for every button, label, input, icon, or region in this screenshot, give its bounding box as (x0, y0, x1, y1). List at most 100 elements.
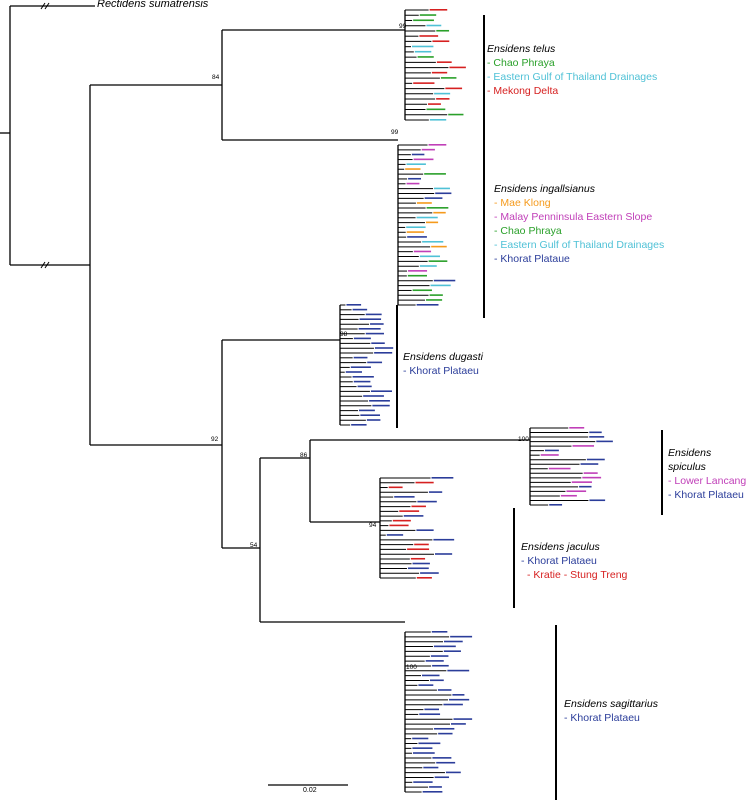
region-entry: - Khorat Plataue (494, 253, 570, 265)
tip-label (596, 440, 613, 443)
tip-label (351, 424, 367, 426)
tip-label (443, 703, 463, 706)
tip-label (424, 708, 439, 711)
tip-label (353, 337, 371, 340)
region-entry: - Eastern Gulf of Thailand Drainages (487, 71, 658, 83)
jaculus-tips (380, 477, 455, 579)
tip-label (449, 698, 470, 701)
tip-label (419, 265, 437, 267)
tip-label (589, 431, 602, 434)
tip-label (416, 216, 438, 219)
tip-label (412, 562, 430, 565)
clade-dugasti: Ensidens dugasti - Khorat Plataeu (403, 350, 483, 378)
support-value: 100 (406, 664, 417, 671)
tip-label (582, 476, 602, 479)
support-value: 86 (300, 452, 308, 459)
tip-label (413, 158, 434, 161)
clade-name: Ensidens telus (487, 43, 556, 55)
support-value: 100 (518, 436, 529, 443)
tip-label (415, 481, 434, 484)
tip-label (435, 553, 453, 555)
tip-label (406, 163, 426, 165)
clade-name: Ensidens jaculus (521, 541, 600, 553)
tip-label (453, 718, 473, 720)
region-entry: - Khorat Plataeu (668, 489, 744, 501)
tip-label (422, 240, 444, 243)
tip-label (374, 352, 393, 354)
tip-label (419, 35, 439, 37)
tip-label (434, 187, 450, 190)
clade-spiculus: Ensidens spiculus - Lower Lancang - Khor… (668, 446, 750, 502)
tip-label (408, 177, 421, 180)
tip-label (412, 737, 429, 740)
tip-label (433, 645, 456, 648)
tip-label (589, 499, 606, 502)
tip-label (549, 504, 563, 506)
scale-bar-label: 0.02 (303, 787, 317, 794)
tip-label (580, 463, 599, 465)
tip-label (433, 538, 455, 541)
tip-label (358, 328, 381, 330)
tip-label (417, 56, 434, 58)
tip-label (394, 496, 415, 498)
tip-label (572, 445, 595, 447)
tip-label (416, 577, 432, 579)
tip-label (413, 250, 432, 253)
tip-label (418, 684, 434, 686)
tip-label (571, 481, 592, 483)
tip-label (374, 347, 394, 349)
tip-label (436, 98, 450, 100)
tip-label (428, 103, 441, 105)
clade-name: Ensidens ingallsianus (494, 183, 595, 195)
tip-label (560, 494, 577, 497)
tip-label (438, 732, 453, 735)
tip-label (589, 436, 605, 438)
tip-label (432, 757, 452, 759)
tip-label (388, 486, 403, 489)
tip-label (345, 371, 362, 373)
tip-label (445, 87, 463, 90)
tip-label (436, 761, 456, 764)
clade-name: Ensidens spiculus (668, 447, 712, 473)
tip-label (434, 727, 455, 730)
support-value: 94 (369, 522, 377, 529)
tip-label (434, 92, 451, 95)
tip-label (365, 332, 384, 335)
tip-label (407, 274, 427, 277)
dugasti-tips (340, 304, 394, 426)
tip-label (431, 631, 448, 633)
tip-label (353, 356, 368, 359)
region-entry: - Mekong Delta (487, 85, 559, 97)
tip-label (370, 323, 384, 325)
tip-label (350, 366, 371, 368)
region-entry: - Khorat Plataeu (403, 365, 479, 377)
tip-label (352, 308, 368, 311)
tip-label (429, 9, 448, 11)
tip-label (424, 173, 446, 175)
tip-label (407, 548, 430, 551)
tip-label (417, 500, 437, 503)
tip-label (437, 689, 452, 691)
tip-label (419, 14, 437, 16)
tip-label (412, 289, 432, 292)
region-entry: - Khorat Plataeu (564, 712, 640, 724)
tip-label (448, 113, 464, 116)
tip-label (544, 449, 559, 452)
tip-label (434, 776, 450, 779)
tip-label (418, 742, 441, 745)
tip-label (399, 510, 420, 512)
tip-label (451, 723, 466, 725)
region-entry: - Lower Lancang (668, 475, 747, 487)
tip-label (407, 236, 427, 238)
tip-label (579, 485, 592, 488)
tip-label (447, 669, 470, 672)
outgroup-label: Rectidens sumatrensis (97, 0, 209, 10)
support-value: 84 (212, 74, 220, 81)
tip-label (431, 245, 447, 248)
tip-label (430, 284, 451, 287)
tip-label (346, 304, 362, 306)
tip-label (436, 61, 452, 63)
tip-label (424, 197, 443, 199)
